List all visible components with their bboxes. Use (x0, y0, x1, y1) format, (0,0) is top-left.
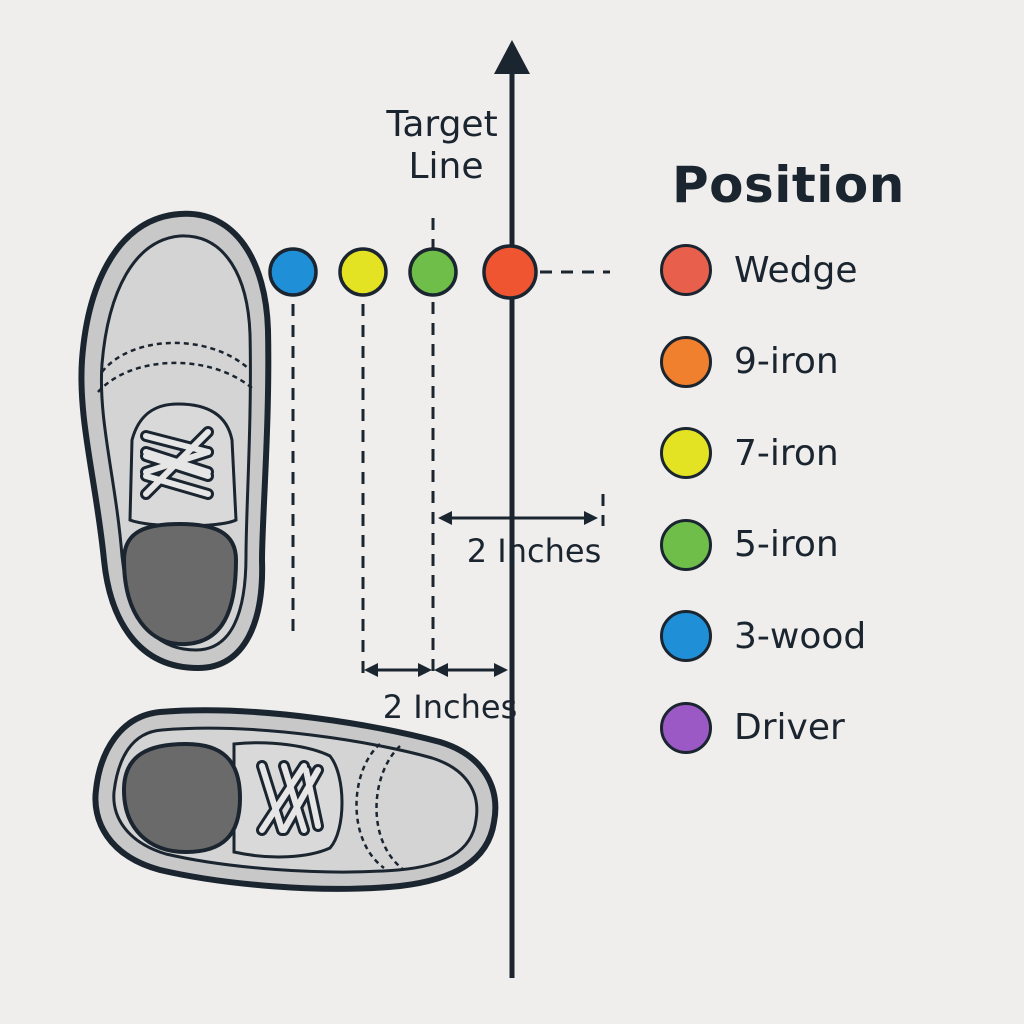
legend-swatch (660, 518, 712, 571)
ball-wedge (482, 244, 538, 300)
target-line (494, 40, 530, 978)
legend-item: 5-iron (660, 515, 866, 575)
left-shoe-icon (78, 210, 272, 672)
legend-swatch (660, 427, 712, 479)
legend-item: 3-wood (660, 606, 866, 666)
right-shoe-icon (92, 707, 499, 892)
ball-5-iron (408, 247, 458, 297)
legend-label: 7-iron (734, 432, 839, 474)
legend-item: Driver (660, 698, 866, 758)
target-line-label-2: Line (408, 146, 483, 187)
legend-label: 3-wood (734, 615, 867, 657)
ball-7-iron (338, 247, 388, 297)
measure-bottom-label: 2 Inches (383, 688, 517, 726)
legend-title: Position (672, 156, 905, 214)
guide-lines (291, 218, 610, 680)
legend-label: Driver (734, 707, 845, 748)
legend-label: Wedge (734, 249, 858, 291)
legend-item: 9-iron (660, 332, 866, 392)
legend-item: 7-iron (660, 423, 866, 483)
legend-label: 5-iron (734, 524, 839, 565)
legend-swatch (660, 244, 712, 296)
legend-swatch (660, 701, 712, 754)
ball-markers (268, 244, 538, 300)
measure-bottom (364, 663, 508, 677)
target-line-label-1: Target (385, 104, 497, 145)
legend-label: 9-iron (734, 341, 839, 382)
legend-item: Wedge (660, 240, 866, 300)
arrow-up-icon (494, 40, 530, 74)
ball-3-wood (268, 247, 318, 297)
measure-top (438, 511, 598, 525)
measure-top-label: 2 Inches (467, 532, 601, 570)
legend-swatch (660, 335, 712, 388)
legend-swatch (660, 610, 712, 662)
